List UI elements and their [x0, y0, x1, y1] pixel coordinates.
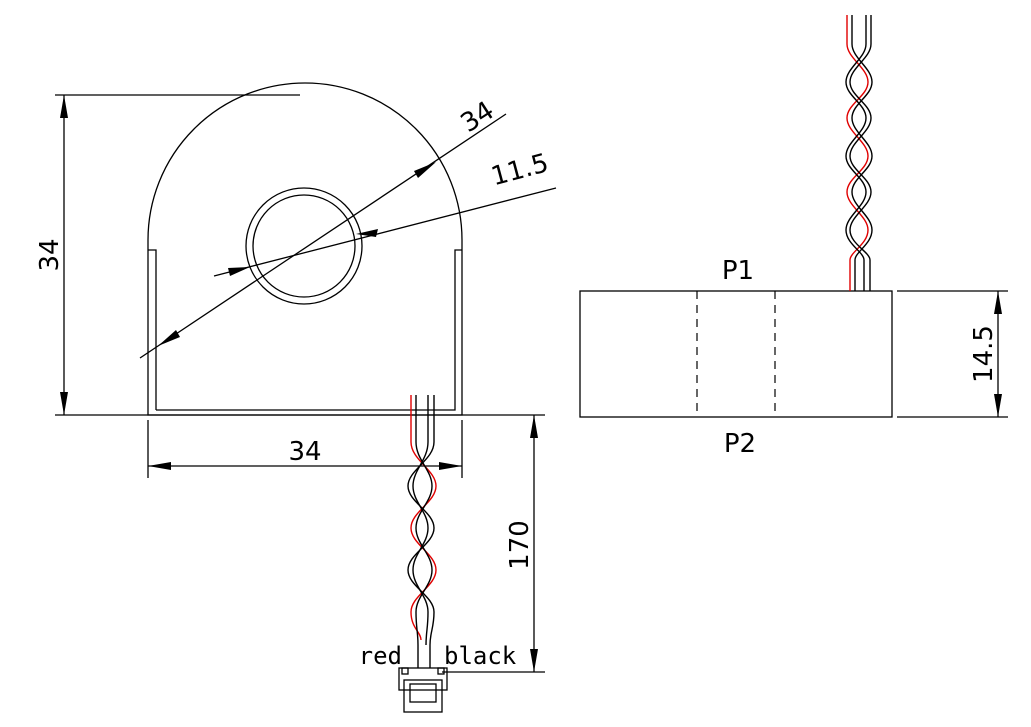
height-dim-arrow-top — [60, 95, 68, 118]
side-view: P1 P2 14.5 — [579, 256, 1008, 459]
side-body — [579, 290, 893, 418]
connector-housing — [403, 679, 443, 713]
connector-tab-right — [437, 667, 445, 675]
connector-tab-left — [401, 667, 409, 675]
connector-inner — [409, 683, 437, 703]
width-dim-arrow-left — [148, 462, 171, 470]
connector-body — [398, 667, 448, 691]
thickness-arrow-top — [994, 291, 1002, 314]
height-dim-arrow-bottom — [60, 392, 68, 415]
front-view: 34 34 34 11.5 — [35, 82, 557, 478]
lead-length-arrow-bottom — [530, 649, 538, 672]
twisted-wire-black-a — [415, 441, 433, 668]
lead-wire-front: red black 170 — [359, 395, 545, 713]
twisted-wire-black-c — [412, 441, 429, 646]
width-dim-label: 34 — [288, 437, 321, 467]
hole-inner-circle — [252, 194, 356, 298]
thickness-arrow-bottom — [994, 394, 1002, 417]
side-twisted-red — [846, 15, 869, 291]
lead-length-label: 170 — [505, 520, 535, 570]
side-twisted-black-b — [845, 15, 867, 291]
inner-dia-leader — [213, 187, 557, 277]
outer-dia-arrow-outer — [414, 162, 436, 178]
red-wire-label: red — [359, 642, 402, 670]
inner-dia-arrow-right — [356, 229, 378, 237]
terminal-p2-label: P2 — [724, 429, 756, 459]
outer-dia-label: 34 — [456, 96, 500, 139]
black-wire-label: black — [444, 642, 517, 670]
height-dim-label: 34 — [35, 238, 65, 271]
width-dim-arrow-right — [439, 462, 462, 470]
core-body-outline — [147, 82, 463, 416]
terminal-p1-label: P1 — [722, 256, 754, 286]
core-inner-outline — [148, 249, 462, 411]
outer-dia-arrow-inner — [158, 330, 180, 346]
lead-wire-side — [845, 15, 873, 291]
lead-length-arrow-top — [530, 415, 538, 438]
side-twisted-black-a — [851, 15, 873, 291]
side-twisted-black-c — [849, 15, 872, 291]
inner-dia-label: 11.5 — [488, 148, 552, 192]
thickness-label: 14.5 — [969, 325, 999, 383]
hole-outer-circle — [245, 187, 363, 305]
inner-dia-arrow-left — [228, 267, 250, 276]
outer-dia-leader — [139, 113, 507, 359]
